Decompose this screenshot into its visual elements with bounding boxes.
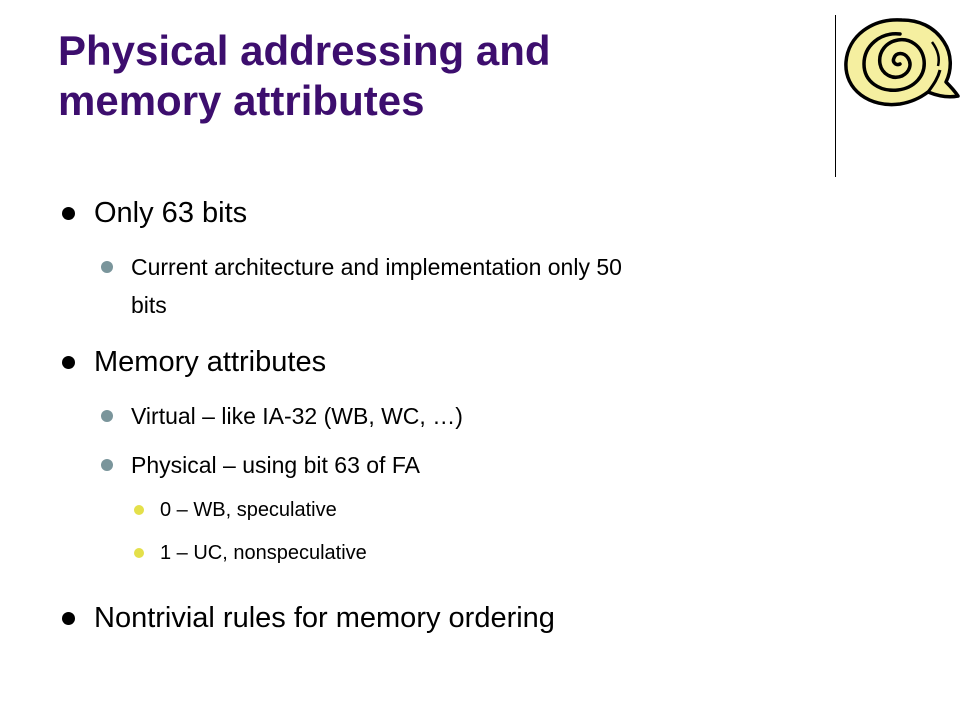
- slide-title-line-2: memory attributes: [58, 77, 425, 124]
- bullet-current-architecture-line2: bits: [131, 292, 167, 318]
- bullet-marker-level1: [62, 356, 75, 369]
- bullet-marker-level1: [62, 207, 75, 220]
- bullet-virtual: Virtual – like IA-32 (WB, WC, …): [131, 403, 463, 429]
- bullet-marker-level3: [134, 548, 144, 558]
- bullet-nontrivial-rules: Nontrivial rules for memory ordering: [94, 602, 555, 634]
- bullet-uc-nonspeculative: 1 – UC, nonspeculative: [160, 542, 367, 564]
- bullet-wb-speculative: 0 – WB, speculative: [160, 499, 337, 521]
- slide-title-line-1: Physical addressing and: [58, 27, 551, 74]
- bullet-marker-level1: [62, 612, 75, 625]
- bullet-marker-level2: [101, 410, 113, 422]
- bullet-marker-level2: [101, 261, 113, 273]
- bullet-marker-level2: [101, 459, 113, 471]
- bullet-memory-attributes: Memory attributes: [94, 346, 327, 378]
- bullet-only-63-bits: Only 63 bits: [94, 197, 248, 229]
- slide-title: Physical addressing and memory attribute…: [58, 26, 798, 126]
- bullet-physical: Physical – using bit 63 of FA: [131, 452, 420, 478]
- vertical-divider: [835, 15, 836, 177]
- bullet-marker-level3: [134, 505, 144, 515]
- bullet-current-architecture-line1: Current architecture and implementation …: [131, 254, 622, 280]
- scroll-logo-icon: [842, 12, 960, 112]
